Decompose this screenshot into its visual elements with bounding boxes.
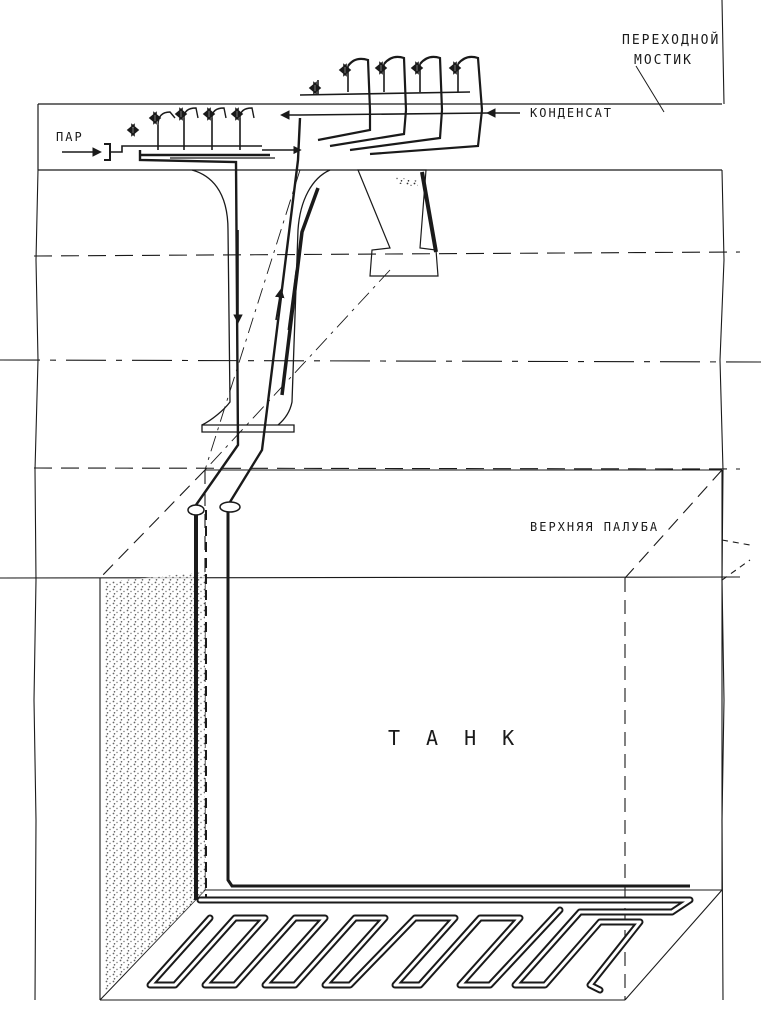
bridge-label-line1: ПЕРЕХОДНОЙ <box>622 33 721 48</box>
bridge-leader-line <box>635 65 665 113</box>
deck-lines <box>0 251 761 579</box>
tank-box <box>99 469 751 1001</box>
upper-deck-label: ВЕРХНЯЯ ПАЛУБА <box>530 520 660 534</box>
projection-lines <box>204 169 391 471</box>
bridge-brace <box>357 169 439 277</box>
bridge-pillar <box>191 169 331 433</box>
steam-manifold <box>62 107 302 161</box>
tank-pipes <box>187 501 690 900</box>
tank-wall-shading <box>104 572 205 995</box>
tank-label: ТАНК <box>388 726 541 750</box>
bridge-label-line2: МОСТИК <box>634 53 693 68</box>
steam-supply-pipe <box>138 150 243 506</box>
condensate-return-pipe <box>228 117 320 503</box>
condensate-label: КОНДЕНСАТ <box>530 106 614 120</box>
condensate-manifold <box>280 55 520 156</box>
heating-coil-inner <box>148 898 692 992</box>
steam-label: ПАР <box>56 130 84 144</box>
